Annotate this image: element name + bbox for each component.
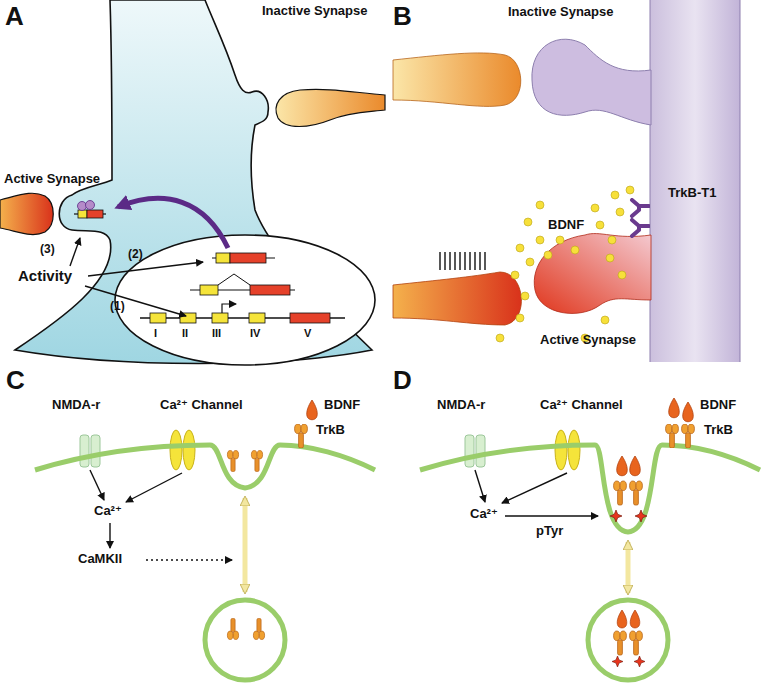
bdnf-dot	[591, 204, 599, 212]
bdnf-dot	[496, 334, 504, 342]
spike-mark	[469, 252, 470, 270]
synapse-label: Active Synapse	[540, 333, 636, 347]
bdnf-dot	[616, 208, 624, 216]
spike-mark	[474, 252, 475, 270]
channel-label: Ca²⁺ Channel	[540, 398, 623, 412]
bdnf-dot	[611, 191, 619, 199]
exon-label: III	[212, 327, 221, 339]
exon-label: IV	[250, 327, 260, 339]
panel-letter: B	[393, 2, 412, 31]
spike-mark	[439, 252, 440, 270]
bdnf-dot	[606, 254, 614, 262]
bdnf-dot	[536, 236, 544, 244]
molecule-label: BDNF	[700, 398, 736, 412]
exon-label: II	[182, 327, 188, 339]
synapse-label: Inactive Synapse	[262, 4, 368, 18]
bdnf-dot	[626, 186, 634, 194]
bdnf-dot	[521, 292, 529, 300]
receptor-label: TrkB-T1	[668, 186, 716, 200]
spike-mark	[444, 252, 445, 270]
spike-mark	[459, 252, 460, 270]
spike-mark	[454, 252, 455, 270]
bdnf-dot	[556, 236, 564, 244]
molecule-label: BDNF	[324, 398, 360, 412]
activity-label: Activity	[18, 268, 72, 285]
receptor-label: NMDA-r	[52, 398, 100, 412]
spike-mark	[449, 252, 450, 270]
exon-label: I	[154, 327, 157, 339]
bdnf-dot	[601, 316, 609, 324]
bdnf-dot	[536, 201, 544, 209]
bdnf-dot	[516, 314, 524, 322]
bdnf-dot	[544, 251, 552, 259]
channel-label: Ca²⁺ Channel	[160, 398, 243, 412]
phospho-label: pTyr	[536, 524, 563, 538]
bdnf-dot	[511, 271, 519, 279]
spike-mark	[484, 252, 485, 270]
exon-label: V	[304, 327, 311, 339]
spike-mark	[464, 252, 465, 270]
panel-letter: D	[393, 366, 412, 395]
ion-label: Ca²⁺	[94, 504, 122, 518]
bdnf-dot	[596, 221, 604, 229]
bdnf-dot	[526, 258, 534, 266]
bdnf-dot	[516, 244, 524, 252]
bdnf-dot	[524, 218, 532, 226]
receptor-label: TrkB	[316, 423, 345, 437]
panel-letter: A	[5, 2, 24, 31]
panel-letter: C	[6, 366, 25, 395]
callout-number: (1)	[110, 300, 125, 313]
bdnf-dot	[618, 271, 626, 279]
receptor-label: TrkB	[704, 423, 733, 437]
kinase-label: CaMKII	[78, 552, 122, 566]
synapse-label: Inactive Synapse	[508, 5, 614, 19]
ion-label: Ca²⁺	[470, 507, 498, 521]
bdnf-dot	[608, 236, 616, 244]
molecule-label: BDNF	[548, 218, 584, 232]
receptor-label: NMDA-r	[437, 398, 485, 412]
spike-mark	[479, 252, 480, 270]
bdnf-dot	[571, 246, 579, 254]
callout-number: (2)	[128, 248, 143, 261]
callout-number: (3)	[40, 243, 55, 256]
synapse-label: Active Synapse	[4, 172, 100, 186]
